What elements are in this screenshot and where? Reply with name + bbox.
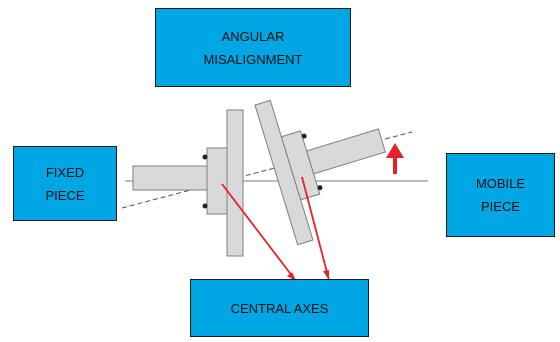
axis-pointer-left <box>221 183 297 282</box>
displacement-arrow-head <box>386 143 404 158</box>
fixed-shaft <box>132 165 209 191</box>
fixed-piece-box: FIXED PIECE <box>13 146 117 221</box>
mobile-bolt-bottom <box>317 185 323 191</box>
mobile-piece-line-2: PIECE <box>480 199 520 214</box>
mobile-piece-box: MOBILE PIECE <box>446 153 555 237</box>
axis-pointer-right <box>301 176 330 281</box>
fixed-bolt-bottom <box>202 203 208 209</box>
fixed-piece-line-1: FIXED <box>45 164 85 180</box>
axis-pointer-right-head <box>323 270 329 280</box>
mobile-bolt-top <box>301 133 307 139</box>
fixed-piece-line-2: PIECE <box>45 187 85 203</box>
title-line-1: ANGULAR <box>221 28 285 44</box>
central-axes-box: CENTRAL AXES <box>190 279 369 337</box>
fixed-bolt-top <box>202 154 208 160</box>
axis-pointer-left-head <box>287 272 296 281</box>
fixed-hub <box>206 147 228 215</box>
mobile-shaft <box>306 128 387 175</box>
fixed-flange <box>226 109 244 257</box>
title-line-2: MISALIGNMENT <box>203 51 303 67</box>
title-box: ANGULAR MISALIGNMENT <box>155 8 351 87</box>
mobile-piece-line-1: MOBILE <box>475 176 526 191</box>
mobile-piece <box>254 99 387 246</box>
central-axes-label: CENTRAL AXES <box>230 300 329 316</box>
